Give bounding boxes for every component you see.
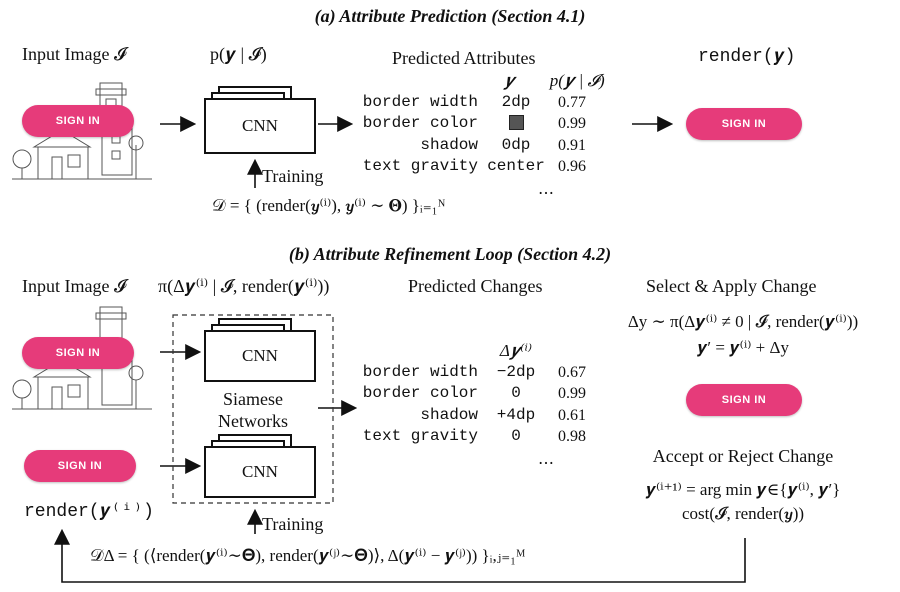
border-color-swatch <box>508 115 524 130</box>
table-row: border width 2dp 0.77 <box>362 92 586 111</box>
predicted-changes-table: Δ𝒚⁽ⁱ⁾ border width −2dp 0.67 border colo… <box>356 340 636 469</box>
col-dy-header: Δ𝒚⁽ⁱ⁾ <box>499 341 533 360</box>
siamese-networks-label: Siamese Networks <box>218 389 288 431</box>
model-label-a: p(𝒚 | 𝓘) <box>210 44 267 64</box>
accept-formula-1: 𝒚⁽ⁱ⁺¹⁾ = arg min 𝒚∈{𝒚⁽ⁱ⁾, 𝒚′} <box>645 480 841 499</box>
input-image-a: SIGN IN <box>12 75 152 185</box>
section-a-title: (a) Attribute Prediction (Section 4.1) <box>314 6 586 26</box>
table-row: text gravity 0 0.98 <box>362 427 586 445</box>
table-header-a: 𝒚 p(𝒚 | 𝓘) <box>356 70 636 92</box>
select-formula-2: 𝒚′ = 𝒚⁽ⁱ⁾ + Δy <box>697 338 789 357</box>
policy-label-b: π(Δ𝒚⁽ⁱ⁾ | 𝓘, render(𝒚⁽ⁱ⁾)) <box>158 276 330 296</box>
cnn-block-b2: CNN <box>204 446 316 498</box>
dataset-formula-b: 𝒟Δ = { (⟨render(𝒚⁽ⁱ⁾∼𝚯), render(𝒚⁽ʲ⁾∼𝚯)⟩… <box>90 546 526 565</box>
cnn-block-a: CNN <box>204 98 316 154</box>
table-row-ellipsis: … <box>538 448 554 468</box>
table-row: shadow 0dp 0.91 <box>420 135 586 154</box>
sign-in-button-b-applied[interactable]: SIGN IN <box>686 384 802 416</box>
table-row: text gravity center 0.96 <box>362 157 586 175</box>
training-label-b: Training <box>262 514 324 534</box>
table-row: border width −2dp 0.67 <box>362 362 586 381</box>
dataset-formula-a: 𝒟 = { (render(𝒚⁽ⁱ⁾), 𝒚⁽ⁱ⁾ ∼ 𝚯) }ᵢ₌₁ᴺ <box>212 196 446 215</box>
input-image-label-b: Input Image 𝓘 <box>22 276 127 296</box>
sign-in-button-a-input[interactable]: SIGN IN <box>22 105 134 137</box>
table-row-ellipsis: … <box>538 178 554 198</box>
accept-reject-title: Accept or Reject Change <box>652 446 834 466</box>
table-header-b: Δ𝒚⁽ⁱ⁾ <box>356 340 636 362</box>
table-row: shadow +4dp 0.61 <box>420 405 586 424</box>
accept-formula-2: cost(𝓘, render(𝒚)) <box>681 504 805 523</box>
predicted-attributes-title: Predicted Attributes <box>392 48 536 68</box>
select-formula-1: Δy ∼ π(Δ𝒚⁽ⁱ⁾ ≠ 0 | 𝓘, render(𝒚⁽ⁱ⁾)) <box>627 312 859 331</box>
input-image-label-a: Input Image 𝓘 <box>22 44 127 64</box>
input-image-b: SIGN IN <box>12 305 152 415</box>
predicted-attributes-table: 𝒚 p(𝒚 | 𝓘) border width 2dp 0.77 border … <box>356 70 636 199</box>
table-row: border color 0 0.99 <box>362 384 586 402</box>
table-row: border color 0.99 <box>362 114 586 132</box>
cnn-block-b1: CNN <box>204 330 316 382</box>
sign-in-button-b-render[interactable]: SIGN IN <box>24 450 136 482</box>
siamese-dashed-box <box>172 314 334 504</box>
predicted-changes-title: Predicted Changes <box>408 276 543 296</box>
col-y-header: 𝒚 <box>504 71 515 90</box>
section-b-title: (b) Attribute Refinement Loop (Section 4… <box>288 244 612 264</box>
sign-in-button-b-input[interactable]: SIGN IN <box>22 337 134 369</box>
col-p-header: p(𝒚 | 𝓘) <box>549 71 605 90</box>
training-label-a: Training <box>262 166 324 186</box>
select-apply-title: Select & Apply Change <box>646 276 817 296</box>
render-label-b: render(𝒚⁽ⁱ⁾) <box>24 502 154 522</box>
sign-in-button-a-render[interactable]: SIGN IN <box>686 108 802 140</box>
render-label-a: render(𝒚) <box>698 47 796 67</box>
